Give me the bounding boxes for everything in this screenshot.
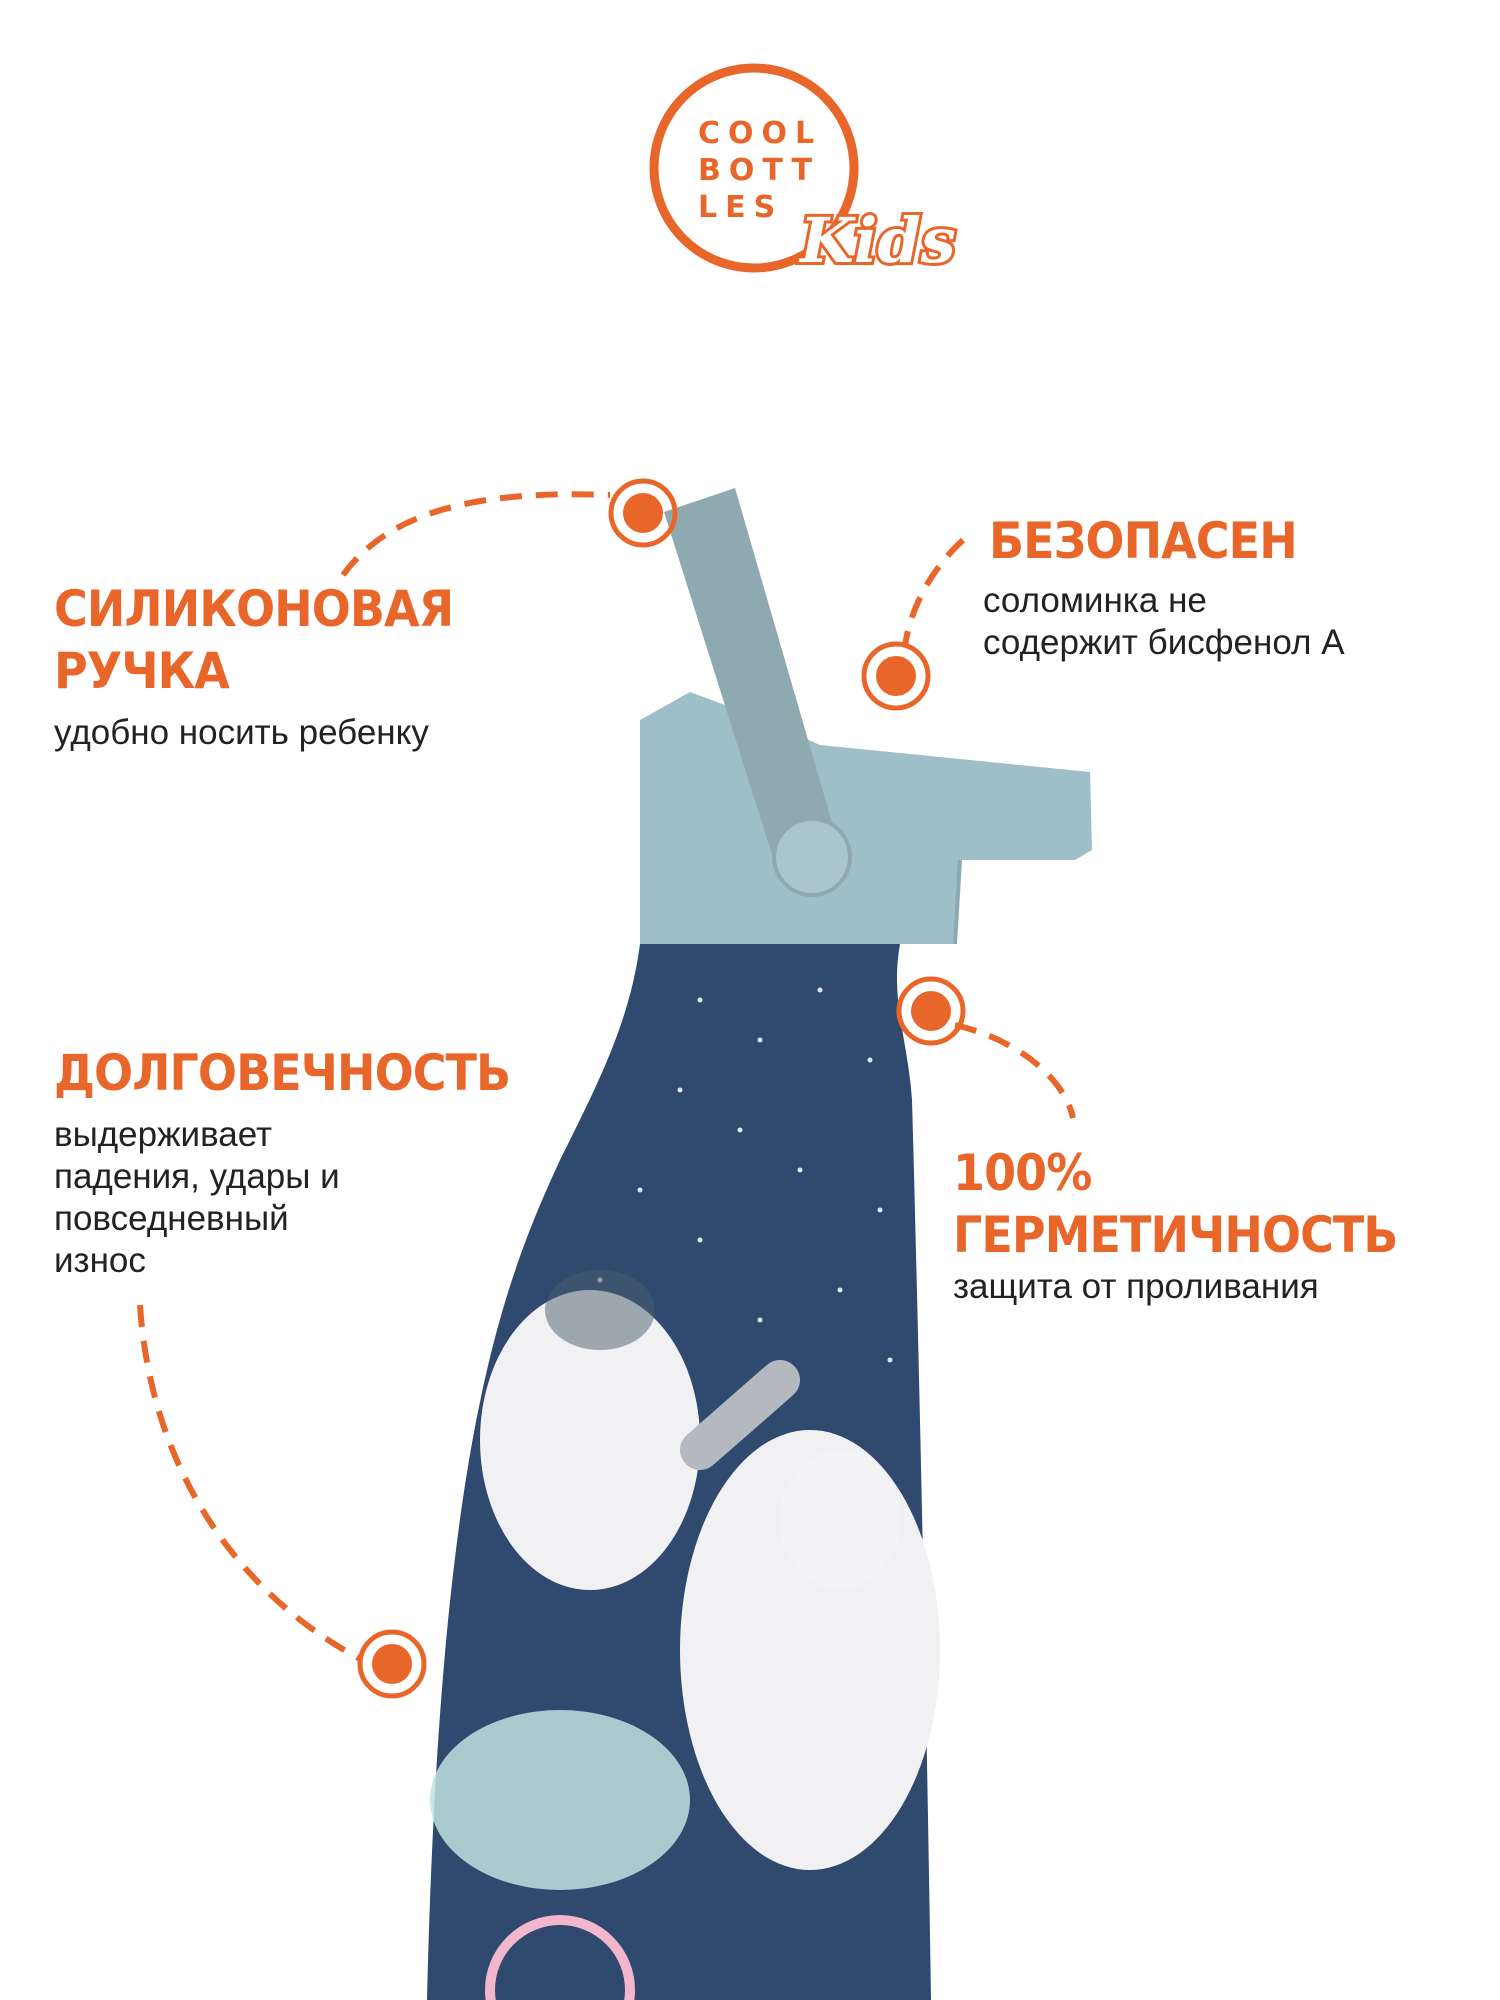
feature-title-durability: ДОЛГОВЕЧНОСТЬ	[54, 1042, 511, 1104]
svg-text:LES: LES	[698, 190, 783, 225]
subtitle-line: удобно носить ребенку	[54, 713, 429, 752]
title-line: БЕЗОПАСЕН	[989, 512, 1298, 570]
title-line: СИЛИКОНОВАЯ	[54, 580, 454, 638]
callout-marker-durability	[357, 1629, 427, 1699]
feature-subtitle-seal: защита от проливания	[953, 1266, 1319, 1308]
callout-lines	[137, 491, 1076, 1663]
subtitle-line: соломинка не	[983, 581, 1207, 620]
svg-text:Kids: Kids	[798, 204, 956, 277]
title-line: ГЕРМЕТИЧНОСТЬ	[953, 1206, 1398, 1264]
feature-title-safe: БЕЗОПАСЕН	[989, 510, 1298, 572]
feature-title-handle: СИЛИКОНОВАЯ РУЧКА	[54, 578, 454, 702]
subtitle-line: выдерживает	[54, 1115, 273, 1154]
feature-subtitle-durability: выдерживает падения, удары и повседневны…	[54, 1114, 340, 1282]
callout-marker-seal	[896, 976, 966, 1046]
subtitle-line: содержит бисфенол А	[983, 623, 1345, 662]
svg-text:COOL: COOL	[698, 116, 822, 151]
silicone-handle	[664, 488, 852, 897]
subtitle-line: износ	[54, 1241, 146, 1280]
subtitle-line: падения, удары и	[54, 1157, 340, 1196]
callout-marker-handle	[608, 478, 678, 548]
title-line: ДОЛГОВЕЧНОСТЬ	[54, 1044, 511, 1102]
subtitle-line: защита от проливания	[953, 1267, 1319, 1306]
bottle-body	[427, 944, 940, 2000]
callout-marker-straw	[861, 641, 931, 711]
svg-text:BOTT: BOTT	[698, 153, 820, 188]
subtitle-line: повседневный	[54, 1199, 289, 1238]
feature-subtitle-safe: соломинка не содержит бисфенол А	[983, 580, 1345, 664]
bottle-cap	[640, 692, 1092, 945]
feature-title-seal: 100% ГЕРМЕТИЧНОСТЬ	[953, 1142, 1398, 1266]
title-line: 100%	[953, 1144, 1092, 1202]
feature-subtitle-handle: удобно носить ребенку	[54, 712, 429, 754]
title-line: РУЧКА	[54, 642, 230, 700]
brand-logo: COOL BOTT LES Kids	[649, 63, 959, 280]
